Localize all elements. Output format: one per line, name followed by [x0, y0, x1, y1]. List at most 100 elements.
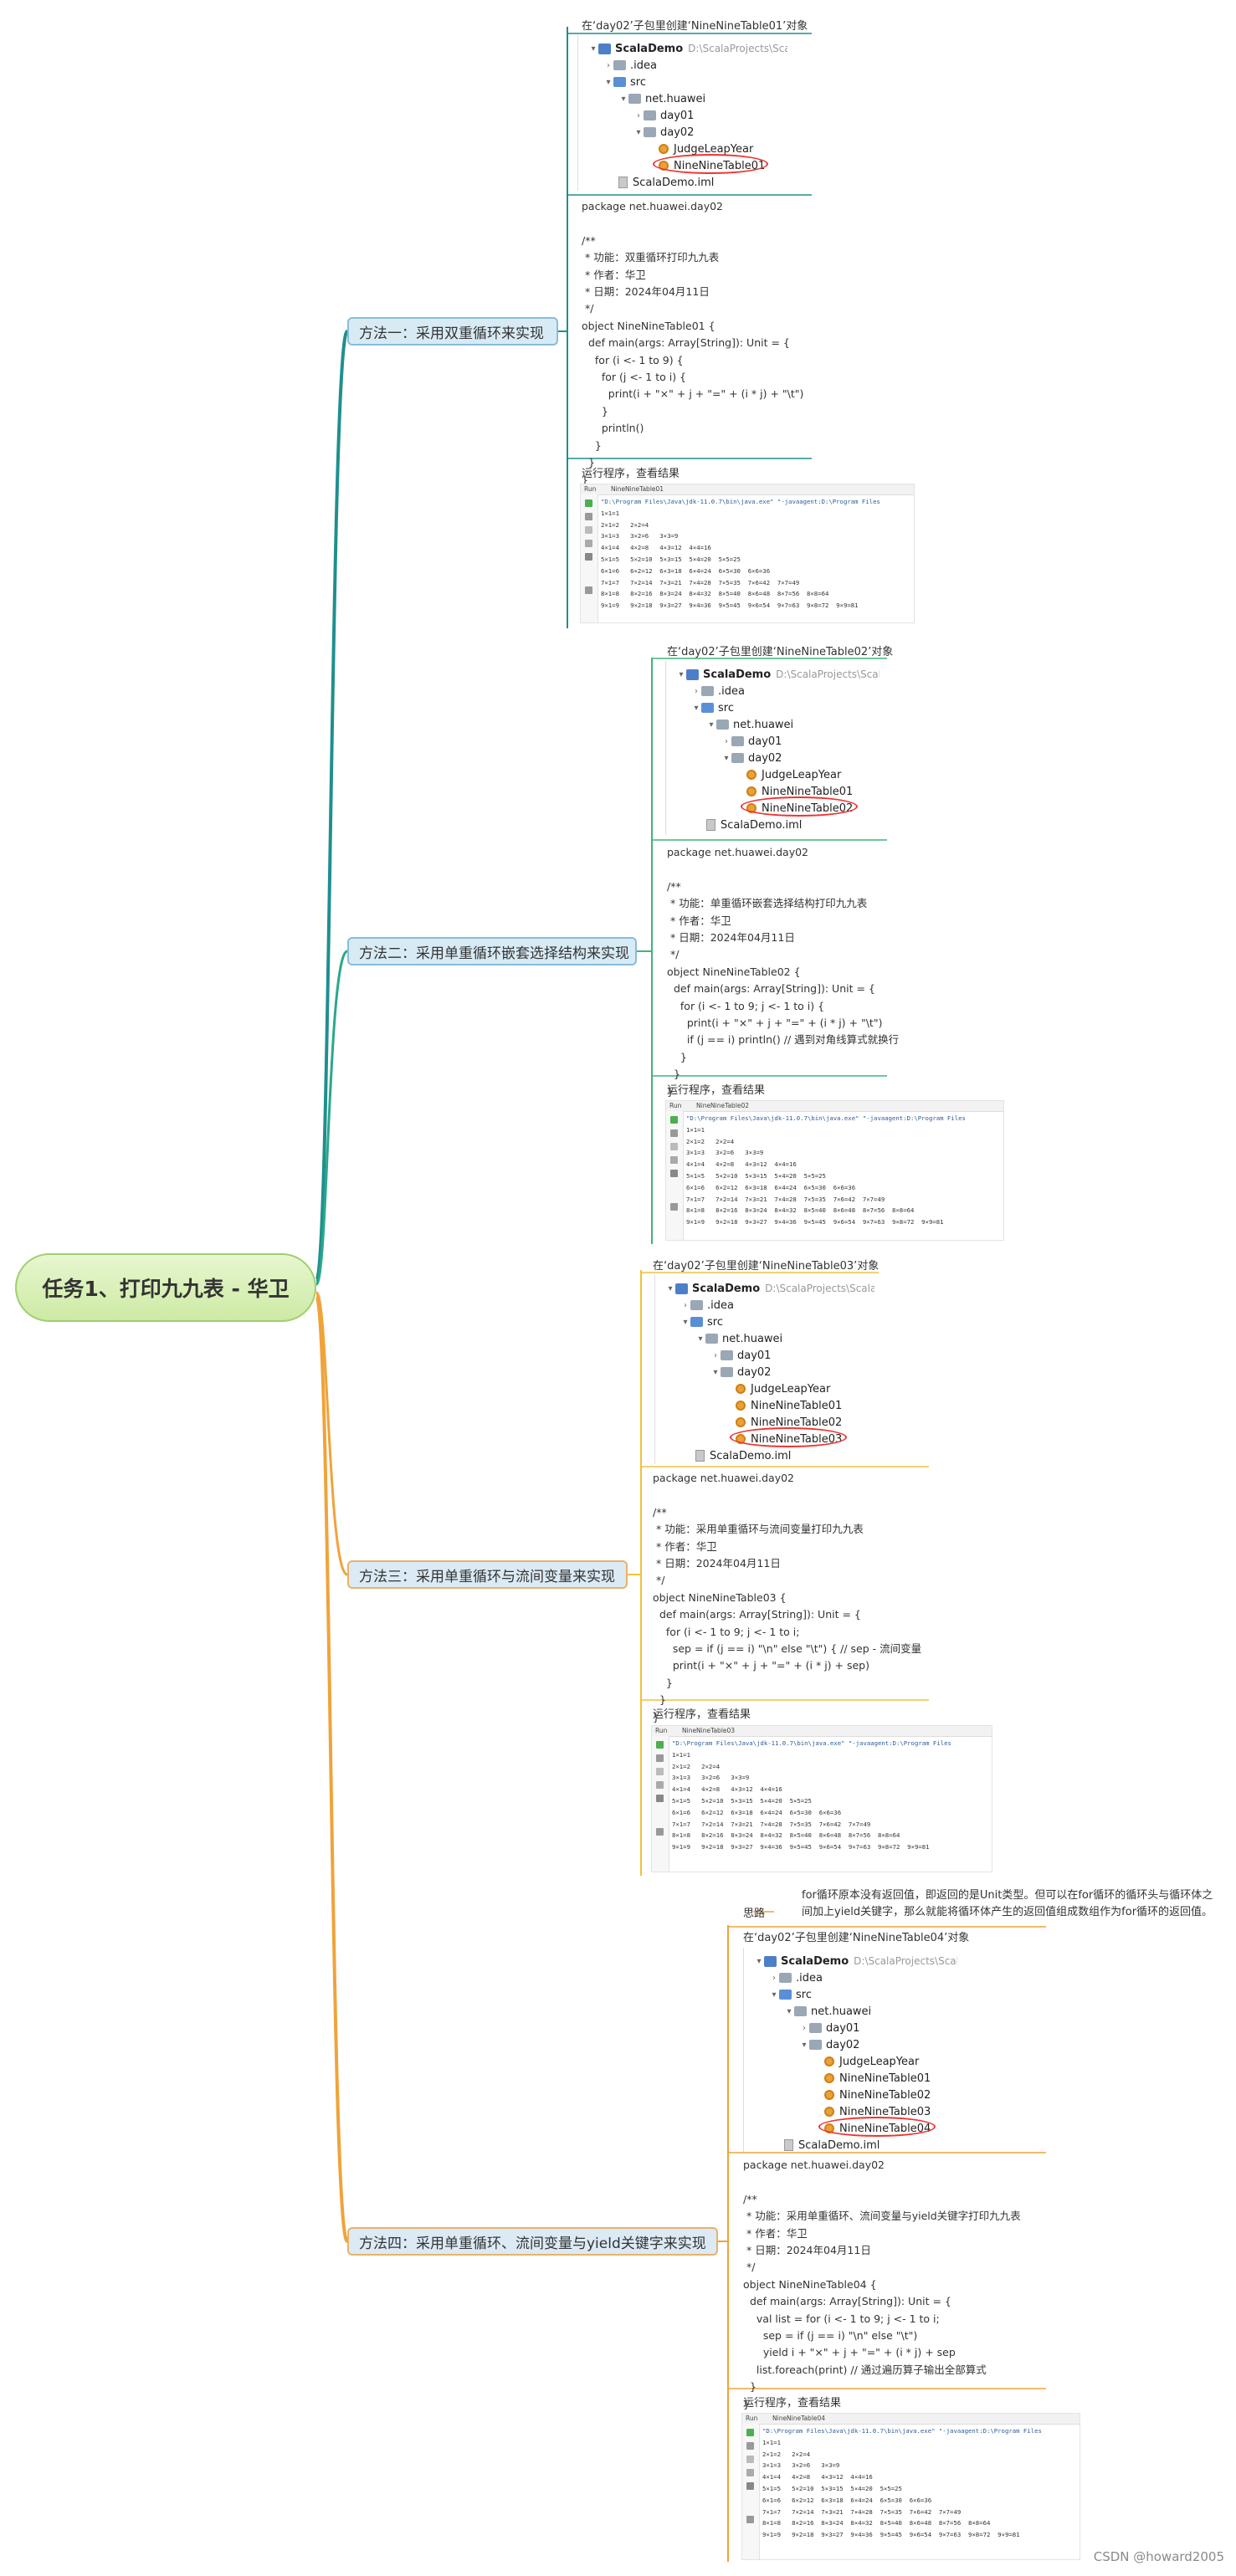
wrench-icon[interactable] [656, 1754, 664, 1762]
folder-icon [613, 60, 626, 70]
wrench-icon[interactable] [746, 2442, 754, 2450]
pin-icon[interactable] [585, 586, 592, 594]
tree-iml-row[interactable]: ScalaDemo.iml [784, 2137, 880, 2152]
tree-file-row[interactable]: JudgeLeapYear [746, 766, 841, 783]
tree-file-row[interactable]: JudgeLeapYear [824, 2053, 919, 2070]
pin-icon[interactable] [746, 2516, 754, 2523]
method-4-topic[interactable]: 方法四：采用单重循环、流间变量与yield关键字来实现 [347, 2227, 718, 2256]
tree-file-row[interactable]: NineNineTable03 [824, 2103, 931, 2120]
package-icon [644, 127, 656, 137]
layout-icon[interactable] [656, 1781, 664, 1789]
tree-iml-row[interactable]: ScalaDemo.iml [706, 817, 802, 833]
tree-pkg-row[interactable]: ▾net.huawei [784, 2003, 871, 2020]
tree-idea-row[interactable]: ›.idea [680, 1297, 734, 1314]
module-icon [675, 1283, 688, 1294]
tree-file-row[interactable]: NineNineTable02 [824, 2087, 931, 2103]
print-icon[interactable] [656, 1795, 664, 1802]
tree-file-row[interactable]: NineNineTable01 [824, 2070, 931, 2087]
tree-file-row[interactable]: JudgeLeapYear [659, 141, 753, 157]
stop-icon[interactable] [585, 526, 592, 534]
method-2-topic[interactable]: 方法二：采用单重循环嵌套选择结构来实现 [347, 937, 637, 965]
m2-code-block: package net.huawei.day02 /** * 功能：单重循环嵌套… [667, 846, 900, 1098]
source-folder-icon [690, 1317, 703, 1327]
tree-idea-row[interactable]: ›.idea [603, 57, 657, 74]
tree-file-row[interactable]: NineNineTable01 [736, 1397, 842, 1414]
rerun-icon[interactable] [585, 499, 592, 507]
source-folder-icon [613, 77, 626, 87]
tree-day01-row[interactable]: ›day01 [799, 2020, 859, 2036]
root-topic[interactable]: 任务1、打印九九表 - 华卫 [15, 1253, 316, 1322]
chevron-down-icon: ▾ [621, 94, 626, 104]
print-icon[interactable] [585, 553, 592, 561]
stop-icon[interactable] [670, 1143, 678, 1150]
tree-file-row[interactable]: NineNineTable02 [736, 1414, 842, 1431]
tree-day02-row[interactable]: ▾day02 [721, 750, 782, 766]
tree-day01-row[interactable]: ›day01 [633, 107, 694, 124]
tree-idea-row[interactable]: ›.idea [769, 1969, 823, 1986]
run-sidebar [581, 494, 598, 622]
chevron-down-icon: ▾ [698, 1334, 703, 1344]
package-icon [628, 94, 641, 104]
tree-day02-row[interactable]: ▾day02 [799, 2036, 859, 2053]
wrench-icon[interactable] [670, 1129, 678, 1137]
scala-object-icon [736, 1384, 746, 1394]
tree-src-row[interactable]: ▾src [769, 1986, 812, 2003]
pin-icon[interactable] [670, 1203, 678, 1211]
tree-day01-row[interactable]: ›day01 [721, 733, 782, 750]
tree-day02-row[interactable]: ▾day02 [633, 124, 694, 141]
tree-src-row[interactable]: ▾src [603, 74, 646, 90]
package-icon [731, 753, 744, 763]
rerun-icon[interactable] [670, 1116, 678, 1124]
layout-icon[interactable] [670, 1156, 678, 1164]
tree-pkg-row[interactable]: ▾net.huawei [618, 90, 705, 107]
tree-file-row[interactable]: NineNineTable01 [746, 783, 853, 800]
chevron-right-icon: › [772, 1973, 776, 1983]
method-1-topic[interactable]: 方法一：采用双重循环来实现 [347, 317, 558, 346]
m1-tree-label: 在‘day02’子包里创建‘NineNineTable01’对象 [582, 20, 808, 33]
watermark: CSDN @howard2005 [1093, 2549, 1224, 2564]
tree-day01-row[interactable]: ›day01 [710, 1347, 771, 1364]
tree-iml-row[interactable]: ScalaDemo.iml [618, 174, 714, 191]
method-3-topic[interactable]: 方法三：采用单重循环与流间变量来实现 [347, 1560, 628, 1589]
chevron-down-icon: ▾ [694, 703, 699, 713]
rerun-icon[interactable] [656, 1741, 664, 1749]
stop-icon[interactable] [746, 2456, 754, 2463]
run-sidebar [652, 1736, 669, 1872]
chevron-down-icon: ▾ [683, 1317, 688, 1327]
tree-file-row[interactable]: JudgeLeapYear [736, 1380, 830, 1397]
package-icon [705, 1334, 718, 1344]
print-icon[interactable] [670, 1170, 678, 1177]
stop-icon[interactable] [656, 1768, 664, 1775]
rerun-icon[interactable] [746, 2429, 754, 2436]
tree-src-row[interactable]: ▾src [680, 1314, 723, 1330]
tree-idea-row[interactable]: ›.idea [691, 683, 745, 699]
pin-icon[interactable] [656, 1828, 664, 1836]
wrench-icon[interactable] [585, 513, 592, 520]
layout-icon[interactable] [585, 540, 592, 547]
tree-src-row[interactable]: ▾src [691, 699, 734, 716]
chevron-right-icon: › [714, 1350, 717, 1360]
package-icon [716, 720, 729, 730]
tree-day02-row[interactable]: ▾day02 [710, 1364, 771, 1380]
tree-pkg-row[interactable]: ▾net.huawei [695, 1330, 782, 1347]
layout-icon[interactable] [746, 2469, 754, 2476]
tree-iml-row[interactable]: ScalaDemo.iml [695, 1447, 791, 1464]
link-root-m2 [315, 950, 349, 1286]
tree-pkg-row[interactable]: ▾net.huawei [706, 716, 793, 733]
print-icon[interactable] [746, 2482, 754, 2490]
